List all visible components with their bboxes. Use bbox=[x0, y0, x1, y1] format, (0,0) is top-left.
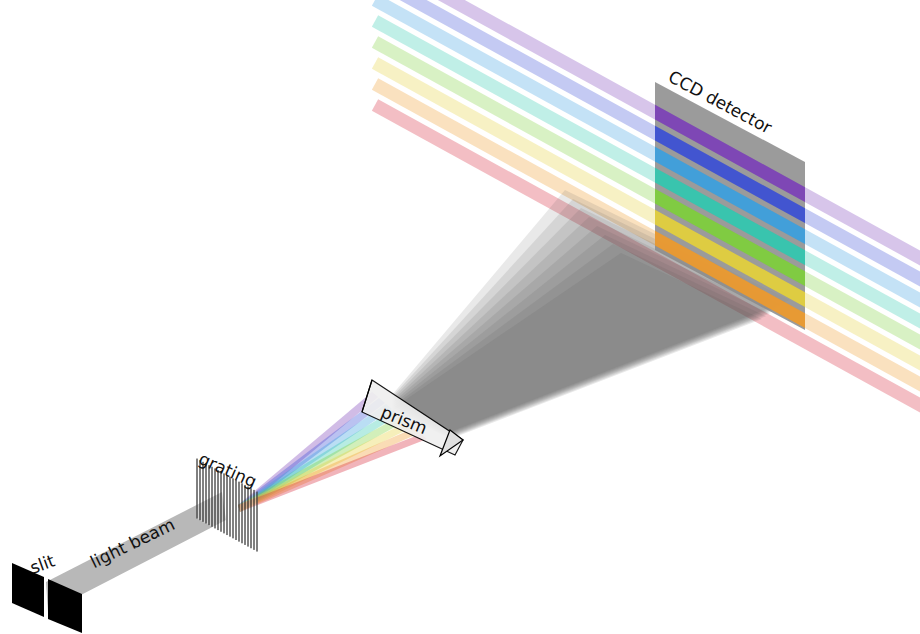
dispersed-ray bbox=[238, 434, 427, 512]
grating-line bbox=[236, 480, 237, 540]
prism-edge bbox=[362, 380, 372, 412]
slit-label: slit bbox=[27, 552, 56, 577]
grating-line bbox=[245, 485, 246, 545]
grating-line bbox=[224, 473, 225, 533]
grey-fan-layer bbox=[392, 253, 762, 439]
spectrum-on-detector bbox=[375, 0, 920, 416]
spectrum-band bbox=[375, 42, 920, 353]
grating-line bbox=[230, 477, 231, 537]
grating-line bbox=[221, 472, 222, 532]
grating-line bbox=[215, 468, 216, 528]
spectrum-band bbox=[375, 63, 920, 374]
grating-line bbox=[218, 470, 219, 530]
grating-line bbox=[242, 483, 243, 543]
grating-line bbox=[212, 467, 213, 527]
spectrum-band bbox=[375, 21, 920, 332]
grating-line bbox=[248, 487, 249, 547]
slit-right bbox=[48, 579, 82, 633]
spectrum-band bbox=[375, 84, 920, 395]
grating-line bbox=[254, 490, 255, 550]
grating-line bbox=[206, 464, 207, 524]
prism-body bbox=[362, 380, 463, 455]
grating-line bbox=[197, 459, 198, 519]
grating-line bbox=[257, 492, 258, 552]
grating-line bbox=[200, 460, 201, 520]
grating-line bbox=[227, 475, 228, 535]
grating-line bbox=[203, 462, 204, 522]
prism-end bbox=[440, 430, 463, 456]
spectrum-band bbox=[375, 105, 920, 416]
grating-line bbox=[233, 478, 234, 538]
spectrum-band bbox=[375, 0, 920, 269]
grating-line bbox=[239, 482, 240, 542]
spectrum-band bbox=[375, 0, 920, 290]
grating-line bbox=[251, 488, 252, 548]
grating-line bbox=[209, 465, 210, 525]
spectrum-band bbox=[375, 0, 920, 311]
